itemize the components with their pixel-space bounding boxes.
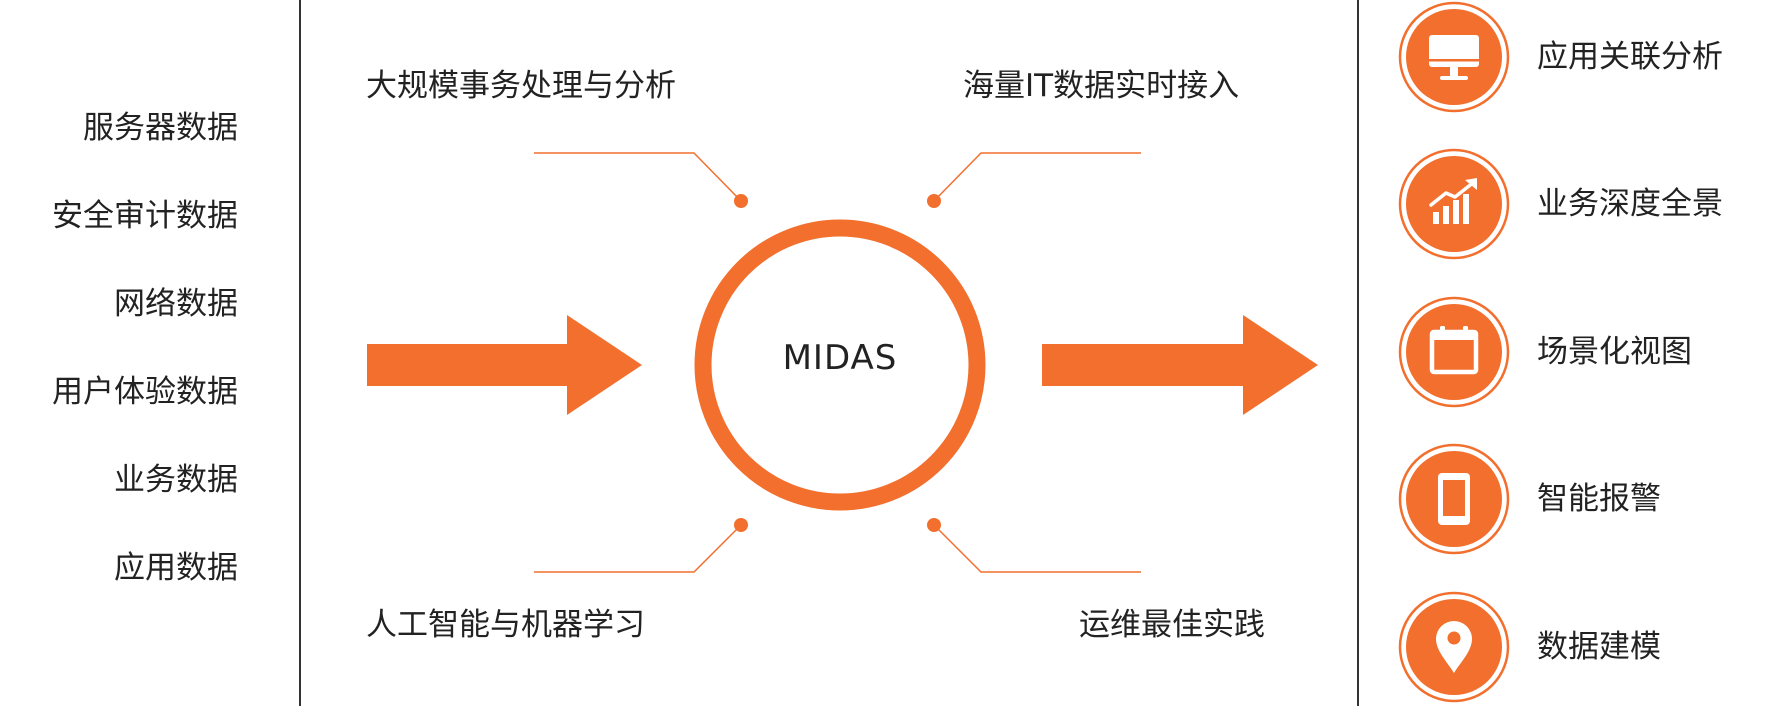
output-label: 智能报警 [1537, 481, 1661, 517]
connector-bottom-left [534, 518, 748, 573]
source-item: 网络数据 [114, 286, 238, 322]
output-label: 业务深度全景 [1537, 186, 1723, 222]
output-label: 应用关联分析 [1537, 39, 1723, 75]
feature-top-right: 海量IT数据实时接入 [963, 68, 1240, 104]
growth-chart-icon [1398, 148, 1510, 260]
feature-bottom-left: 人工智能与机器学习 [366, 607, 645, 643]
output-label: 数据建模 [1537, 629, 1661, 665]
right-divider [1357, 0, 1359, 706]
feature-top-left: 大规模事务处理与分析 [366, 68, 676, 104]
feature-bottom-right: 运维最佳实践 [1079, 607, 1265, 643]
input-arrow [367, 315, 642, 415]
source-item: 服务器数据 [83, 110, 238, 146]
midas-ring [694, 219, 986, 511]
source-item: 用户体验数据 [52, 374, 238, 410]
output-label: 场景化视图 [1537, 334, 1692, 370]
calendar-icon [1398, 296, 1510, 408]
left-divider [299, 0, 301, 706]
monitor-icon [1398, 1, 1510, 113]
center-title: MIDAS [782, 338, 898, 378]
source-item: 安全审计数据 [52, 198, 238, 234]
location-pin-icon [1398, 591, 1510, 703]
output-arrow [1042, 315, 1318, 415]
source-item: 业务数据 [114, 462, 238, 498]
source-item: 应用数据 [114, 550, 238, 586]
connector-top-right [927, 152, 1141, 208]
connector-bottom-right [927, 518, 1141, 573]
connector-top-left [534, 152, 748, 208]
phone-icon [1398, 443, 1510, 555]
